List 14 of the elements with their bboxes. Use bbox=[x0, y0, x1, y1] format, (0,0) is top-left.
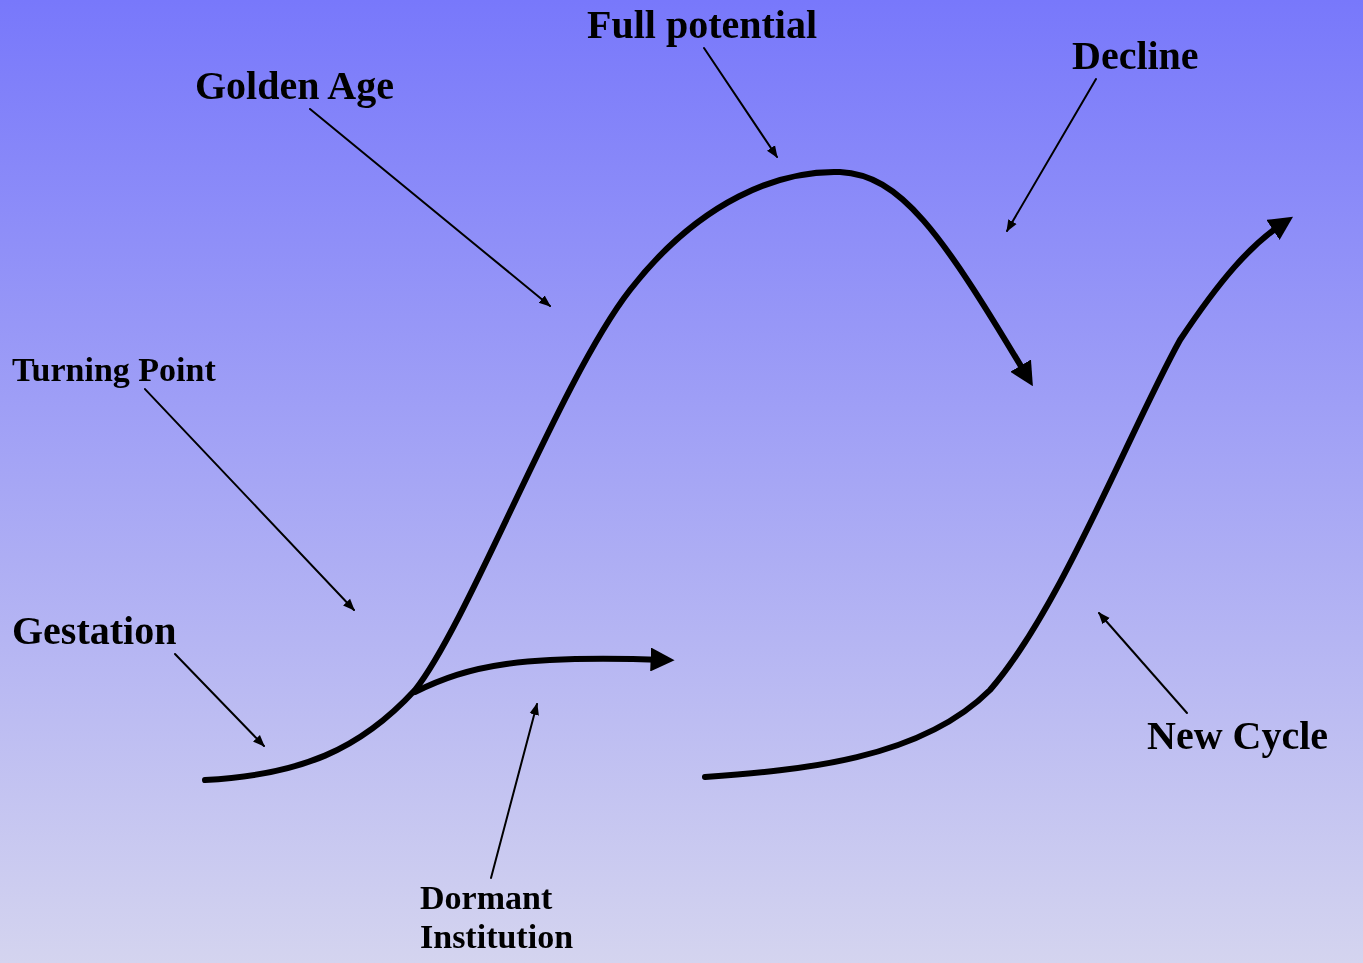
stage-label: Turning Point bbox=[12, 350, 216, 390]
leader-line bbox=[144, 388, 355, 611]
stage-label: Gestation bbox=[12, 608, 177, 654]
leader-line bbox=[1006, 78, 1097, 233]
stage-label: New Cycle bbox=[1147, 713, 1329, 759]
leader-line bbox=[309, 108, 551, 307]
stage-label: Full potential bbox=[587, 2, 818, 48]
leader-line bbox=[490, 702, 539, 879]
leader-line bbox=[1098, 612, 1188, 714]
leader-line bbox=[703, 47, 778, 158]
stage-label: Golden Age bbox=[195, 63, 394, 109]
stage-label: Decline bbox=[1072, 33, 1199, 79]
stage-label: Dormant Institution bbox=[420, 878, 620, 957]
leader-line bbox=[174, 653, 265, 747]
